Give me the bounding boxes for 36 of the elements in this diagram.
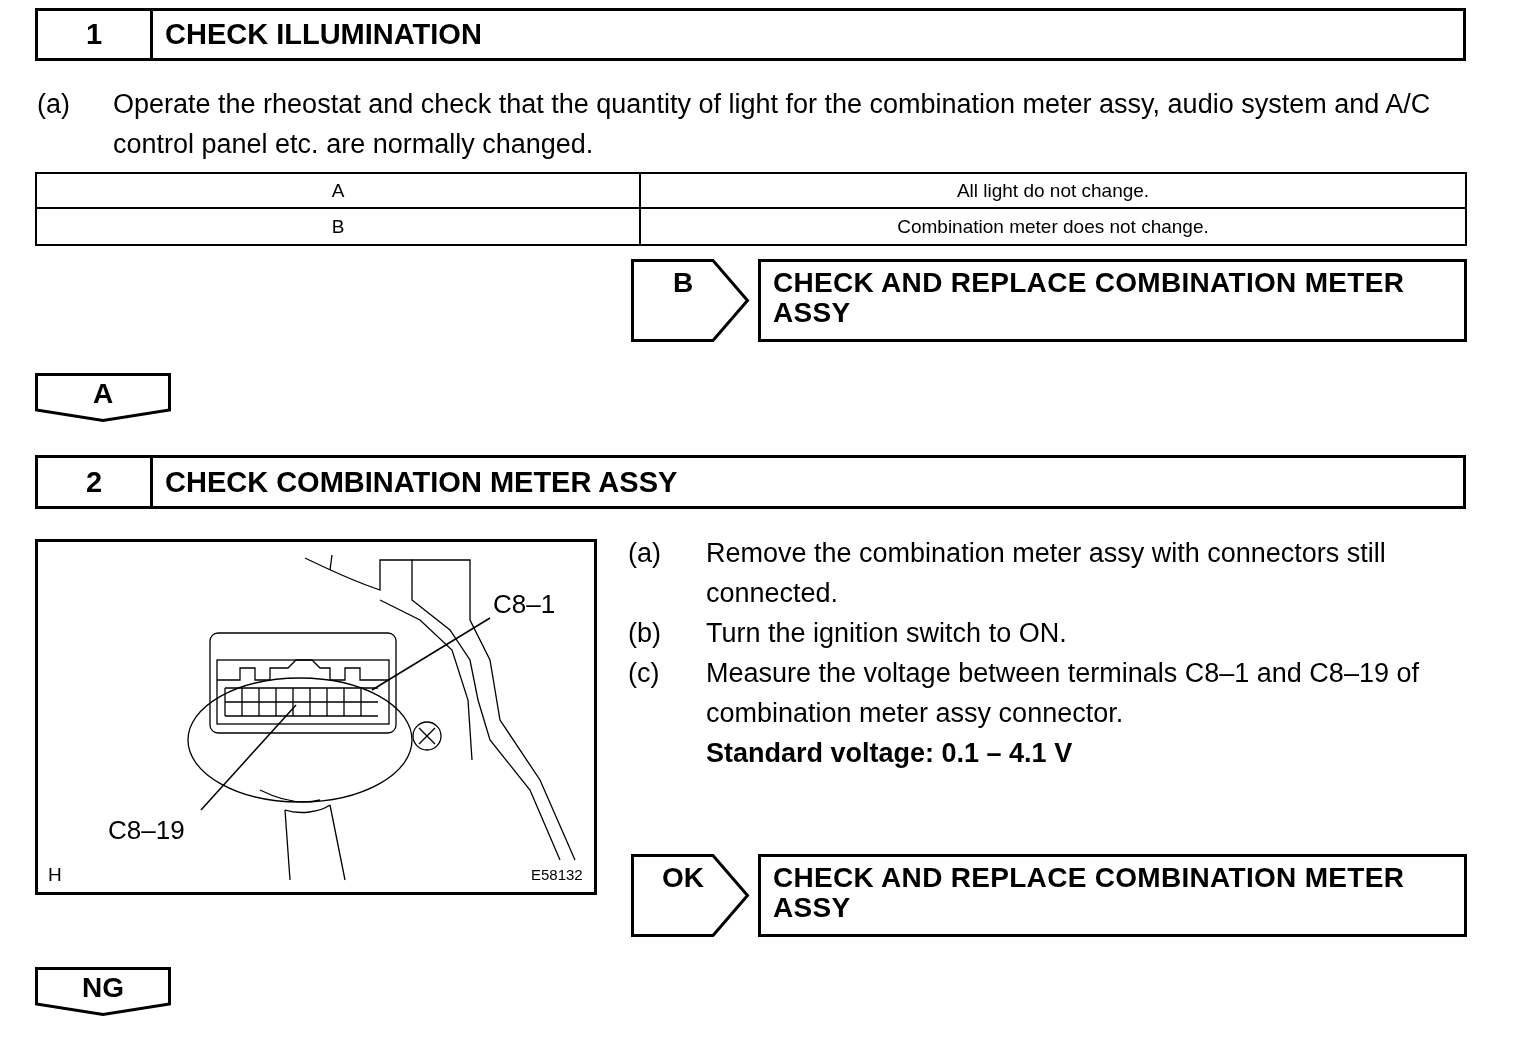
step-title: CHECK COMBINATION METER ASSY [164,465,678,499]
branch-label: A [91,378,115,410]
illustration-frame [35,539,597,895]
list-marker: (c) [628,657,661,690]
instruction-text: Operate the rheostat and check that the quantity of light for the combination meter assy, audio system and A/C control panel etc. are normally changed. [113,88,1432,161]
result-box: CHECK AND REPLACE COMBINATION METER ASSY [758,259,1467,342]
figure-mark: H [48,864,62,886]
table-cell: All light do not change. [639,172,1467,209]
leader-line [371,617,491,691]
branch-tab-shape [35,373,171,422]
step-number: 1 [38,11,153,58]
branch-label: B [671,267,695,299]
branch-label: NG [81,972,125,1004]
instruction-text: Remove the combination meter assy with connectors still connected. [706,537,1387,610]
table-cell: B [35,207,641,246]
instruction-text: Measure the voltage between terminals C8–1 and C8–19 of combination meter assy connector. [706,657,1420,730]
list-marker: (a) [37,88,71,121]
step-header-box [35,455,1466,509]
branch-tab-shape [35,967,171,1016]
table-cell: Combination meter does not change. [639,207,1467,246]
instruction-text: Turn the ignition switch to ON. [706,617,1068,650]
standard-value: Standard voltage: 0.1 – 4.1 V [706,737,1074,770]
branch-arrow-shape [631,259,749,342]
terminal-label: C8–19 [108,813,204,847]
figure-code: E58132 [531,866,583,883]
leader-line [200,704,297,811]
table-cell: A [35,172,641,209]
branch-label: OK [661,862,705,894]
step-title: CHECK ILLUMINATION [164,18,482,51]
branch-arrow-shape [631,854,749,937]
list-marker: (a) [628,537,662,570]
step-header-box [35,8,1466,61]
list-marker: (b) [628,617,662,650]
result-box: CHECK AND REPLACE COMBINATION METER ASSY [758,854,1467,937]
step-number: 2 [38,458,153,506]
terminal-label: C8–1 [493,587,573,621]
